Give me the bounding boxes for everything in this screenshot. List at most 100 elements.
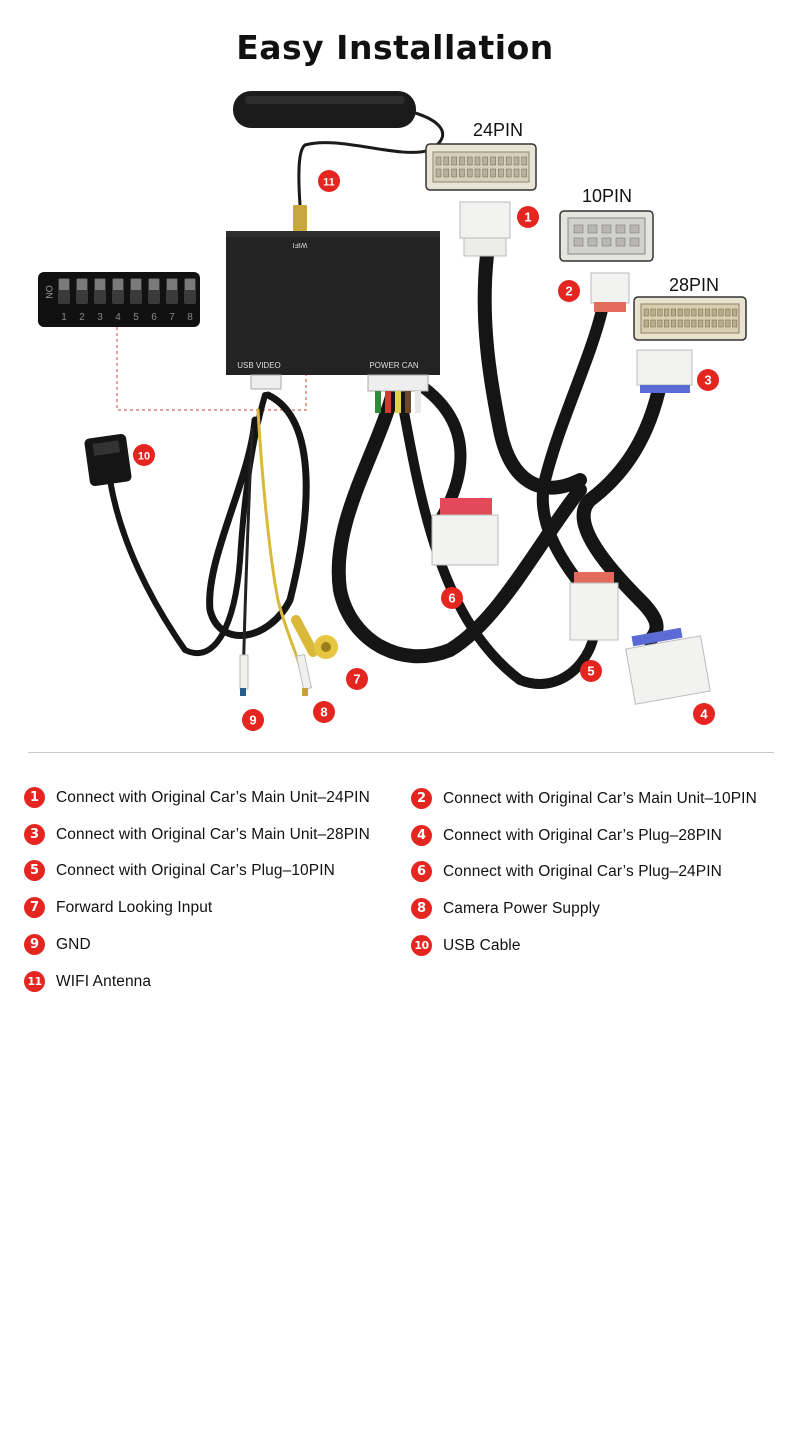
callout-number: 10	[138, 451, 150, 463]
callout-badge	[697, 369, 719, 391]
pin	[482, 156, 489, 166]
connector-6	[431, 498, 499, 566]
dip-key-knob	[167, 279, 177, 290]
rca-plug	[291, 615, 338, 659]
pin	[725, 319, 731, 328]
legend-text: Camera Power Supply	[443, 899, 600, 917]
legend-text: Connect with Original Car’s Plug–10PIN	[56, 861, 335, 879]
box-label-usb-video: USB VIDEO	[237, 361, 281, 370]
legend-text: Connect with Original Car’s Main Unit–10…	[443, 789, 757, 807]
legend-badge: 10	[411, 935, 432, 956]
section-divider	[28, 752, 774, 753]
dip-number: 1	[61, 312, 67, 323]
pin	[505, 168, 512, 178]
legend-text: GND	[56, 935, 91, 953]
pin	[521, 168, 528, 178]
pin	[732, 308, 738, 317]
wire-tips	[239, 653, 313, 696]
legend-badge: 5	[24, 860, 45, 881]
callout-badge	[346, 668, 368, 690]
pin	[718, 308, 724, 317]
pin	[513, 168, 520, 178]
pin	[643, 308, 649, 317]
dip-key-knob	[149, 279, 159, 290]
dip-key-knob	[185, 279, 195, 290]
connector-10pin-inset	[559, 210, 654, 262]
callout-badge	[517, 206, 539, 228]
usb-plug	[84, 433, 132, 487]
pin	[704, 308, 710, 317]
callout-badge	[693, 703, 715, 725]
pin	[451, 168, 457, 178]
wifi-antenna	[233, 91, 445, 231]
pin	[670, 308, 676, 317]
pin	[466, 156, 473, 166]
pin	[601, 224, 612, 234]
callout-badge	[318, 170, 340, 192]
pin	[629, 224, 640, 234]
callout-number: 4	[700, 707, 708, 722]
connector-3	[636, 349, 693, 393]
dip-key-knob	[113, 279, 123, 290]
pin	[474, 156, 481, 166]
pin	[698, 319, 704, 328]
callout-badge	[580, 660, 602, 682]
pin	[657, 308, 663, 317]
pin	[704, 319, 710, 328]
callout-number: 1	[524, 210, 531, 225]
callout-number: 11	[323, 177, 335, 189]
legend-item: 9 GND	[24, 934, 91, 955]
pin	[459, 156, 465, 166]
pin	[498, 168, 504, 178]
pin	[443, 168, 450, 178]
callout-badge	[133, 444, 155, 466]
pin	[650, 319, 656, 328]
legend-badge: 11	[24, 971, 45, 992]
legend-text: Connect with Original Car’s Main Unit–28…	[56, 825, 370, 843]
pin	[466, 168, 473, 178]
callout-number: 8	[320, 705, 327, 720]
connector-5	[569, 572, 619, 641]
connector-4	[625, 627, 711, 705]
pin	[657, 319, 663, 328]
connector-2	[590, 272, 630, 312]
legend-item: 10 USB Cable	[411, 935, 521, 956]
legend-badge: 9	[24, 934, 45, 955]
pin	[718, 319, 724, 328]
pin	[664, 308, 670, 317]
label-24pin: 24PIN	[473, 120, 523, 140]
legend-item: 8 Camera Power Supply	[411, 898, 600, 919]
dip-key-knob	[59, 279, 69, 290]
legend-badge: 6	[411, 861, 432, 882]
pin	[587, 237, 598, 247]
legend-badge: 4	[411, 825, 432, 846]
pin	[498, 156, 504, 166]
dip-number: 5	[133, 312, 139, 323]
dip-key-knob	[131, 279, 141, 290]
pin	[451, 156, 457, 166]
pin	[677, 319, 683, 328]
pin	[474, 168, 481, 178]
box-plugs	[250, 374, 429, 413]
pin	[615, 237, 626, 247]
label-28pin: 28PIN	[669, 275, 719, 295]
page-title: Easy Installation	[236, 28, 554, 67]
legend-item: 1 Connect with Original Car’s Main Unit–…	[24, 787, 370, 808]
box-label-power-can: POWER CAN	[369, 361, 419, 370]
pin	[691, 319, 697, 328]
callout-badge	[313, 701, 335, 723]
legend-item: 4 Connect with Original Car’s Plug–28PIN	[411, 825, 722, 846]
dip-number: 8	[187, 312, 193, 323]
pin	[601, 237, 612, 247]
pin	[490, 156, 496, 166]
dip-number: 7	[169, 312, 175, 323]
dip-number: 6	[151, 312, 157, 323]
legend-text: Connect with Original Car’s Plug–24PIN	[443, 862, 722, 880]
legend-badge: 2	[411, 788, 432, 809]
dip-number: 2	[79, 312, 85, 323]
legend-item: 5 Connect with Original Car’s Plug–10PIN	[24, 860, 335, 881]
legend-item: 3 Connect with Original Car’s Main Unit–…	[24, 824, 370, 845]
dip-link-line	[116, 327, 307, 411]
